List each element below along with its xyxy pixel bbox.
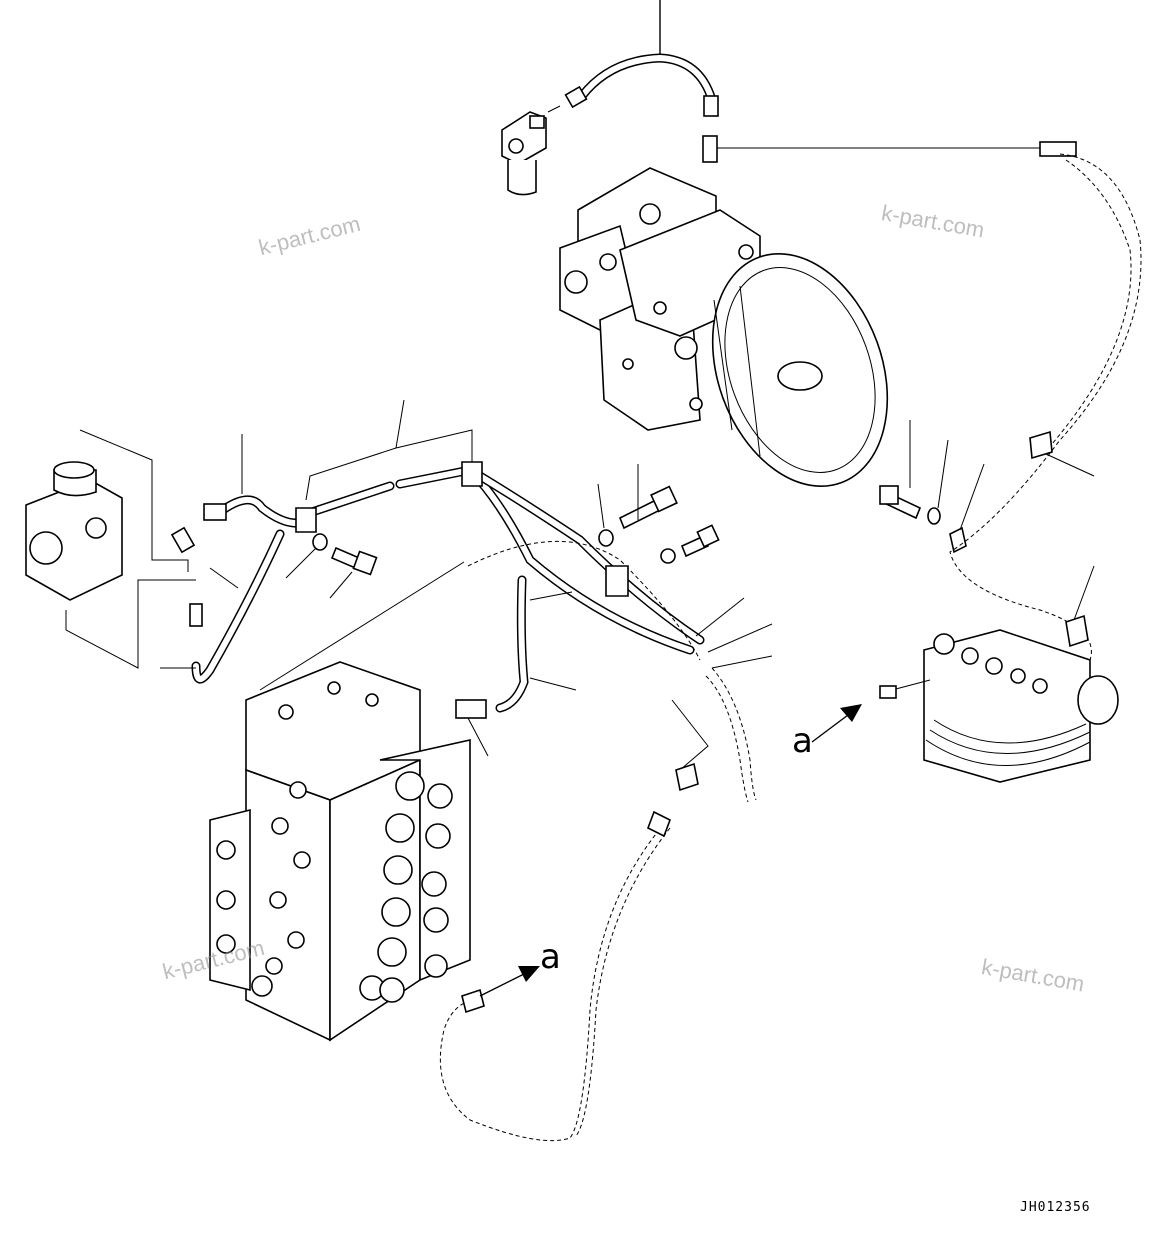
view-a-arrows xyxy=(479,704,862,997)
ppc-valve-assembly xyxy=(879,153,1142,783)
view-a-hose xyxy=(439,667,757,1142)
valve-ports xyxy=(216,781,405,1003)
hose-bundle xyxy=(191,461,705,719)
drawing-id: JH012356 xyxy=(1020,1200,1091,1215)
bolts-and-washers xyxy=(312,485,967,576)
top-pump-hose xyxy=(547,0,719,117)
top-valve-block xyxy=(501,111,547,196)
leader-lines xyxy=(160,399,1095,771)
view-a-label-lower: a xyxy=(540,937,561,977)
control-valve-assembly xyxy=(209,661,471,1042)
sensor-fitting xyxy=(702,135,1077,163)
valve-spools xyxy=(359,771,453,1001)
view-a-label-upper: a xyxy=(792,721,813,761)
main-pump-assembly xyxy=(559,167,889,487)
left-valve-assembly xyxy=(25,429,203,669)
